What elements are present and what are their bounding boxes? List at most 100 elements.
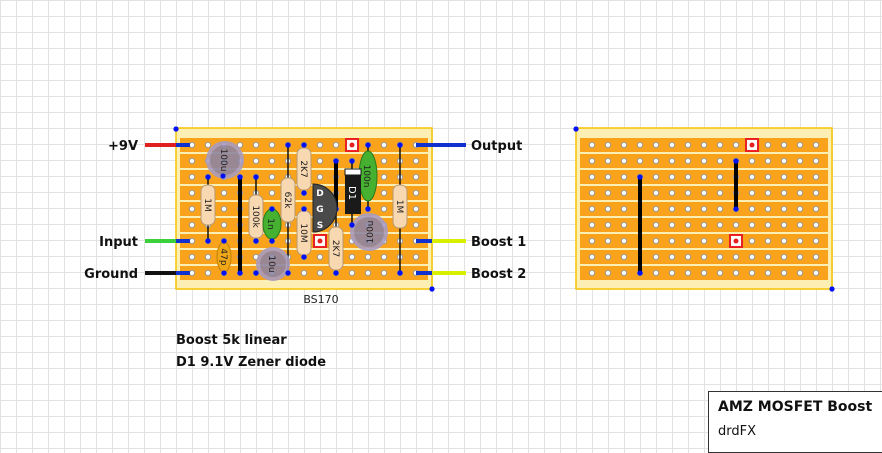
hole: [380, 189, 388, 197]
svg-text:100n: 100n: [361, 165, 371, 188]
hole: [780, 205, 788, 213]
svg-text:2K7: 2K7: [330, 240, 340, 257]
hole: [652, 221, 660, 229]
hole: [332, 141, 340, 149]
hole: [684, 173, 692, 181]
pin-g-label: G: [316, 205, 323, 215]
label-boost-1: Boost 1: [471, 235, 526, 250]
hole: [604, 221, 612, 229]
hole: [764, 221, 772, 229]
connection-point: [301, 206, 307, 212]
hole: [764, 189, 772, 197]
connection-point: [637, 174, 643, 180]
connection-point: [269, 238, 275, 244]
title-block: AMZ MOSFET Boost drdFX: [708, 391, 882, 453]
hole: [764, 157, 772, 165]
hole: [764, 205, 772, 213]
hole: [700, 237, 708, 245]
hole: [748, 189, 756, 197]
hole: [588, 173, 596, 181]
hole: [764, 141, 772, 149]
hole: [684, 157, 692, 165]
connection-point: [253, 238, 259, 244]
hole: [684, 141, 692, 149]
hole: [796, 141, 804, 149]
connection-point: [733, 158, 739, 164]
hole: [380, 141, 388, 149]
connection-point: [733, 206, 739, 212]
pin-s-label: S: [317, 221, 323, 231]
label-ground: Ground: [84, 267, 138, 282]
hole: [812, 237, 820, 245]
hole: [764, 173, 772, 181]
label-boost-2: Boost 2: [471, 267, 526, 282]
hole: [796, 253, 804, 261]
hole: [780, 189, 788, 197]
hole: [604, 205, 612, 213]
hole: [412, 205, 420, 213]
hole: [188, 205, 196, 213]
hole: [348, 269, 356, 277]
hole: [588, 253, 596, 261]
hole: [588, 141, 596, 149]
hole: [668, 157, 676, 165]
capacitor-100u-a: 100u: [206, 141, 244, 179]
hole: [268, 141, 276, 149]
hole: [652, 205, 660, 213]
resistor-62k: 62k: [280, 177, 296, 223]
hole: [764, 269, 772, 277]
hole: [652, 253, 660, 261]
hole: [668, 269, 676, 277]
svg-text:1M: 1M: [394, 200, 404, 214]
hole: [748, 173, 756, 181]
connection-point: [301, 142, 307, 148]
hole: [684, 269, 692, 277]
hole: [316, 253, 324, 261]
hole: [780, 157, 788, 165]
connection-point: [349, 222, 355, 228]
hole: [716, 157, 724, 165]
transistor-label: BS170: [303, 293, 338, 306]
hole: [684, 205, 692, 213]
resistor-100k: 100k: [248, 194, 264, 239]
hole: [316, 141, 324, 149]
resistor-10m: 10M: [296, 210, 312, 256]
hole: [364, 269, 372, 277]
capacitor-100n: 100n: [358, 150, 378, 202]
hole: [620, 269, 628, 277]
svg-text:10M: 10M: [298, 223, 308, 242]
hole: [316, 173, 324, 181]
label-input: Input: [99, 235, 138, 250]
hole: [700, 141, 708, 149]
hole: [700, 253, 708, 261]
title: AMZ MOSFET Boost: [718, 399, 873, 415]
hole: [380, 269, 388, 277]
capacitor-10u: 10u: [256, 247, 290, 281]
label-+9v: +9V: [108, 139, 138, 154]
hole: [412, 189, 420, 197]
hole: [780, 237, 788, 245]
author: drdFX: [718, 424, 757, 439]
svg-text:47p: 47p: [218, 248, 228, 265]
hole: [620, 173, 628, 181]
connection-point: [269, 206, 275, 212]
hole: [348, 253, 356, 261]
connection-point: [429, 286, 435, 292]
hole: [652, 141, 660, 149]
svg-text:62k: 62k: [282, 192, 292, 209]
hole: [716, 205, 724, 213]
hole: [604, 189, 612, 197]
hole: [812, 141, 820, 149]
hole: [220, 189, 228, 197]
hole: [716, 269, 724, 277]
hole: [620, 189, 628, 197]
hole: [604, 237, 612, 245]
connection-point: [205, 238, 211, 244]
hole: [812, 269, 820, 277]
hole: [812, 189, 820, 197]
hole: [412, 173, 420, 181]
hole: [748, 253, 756, 261]
hole: [748, 157, 756, 165]
hole: [780, 253, 788, 261]
